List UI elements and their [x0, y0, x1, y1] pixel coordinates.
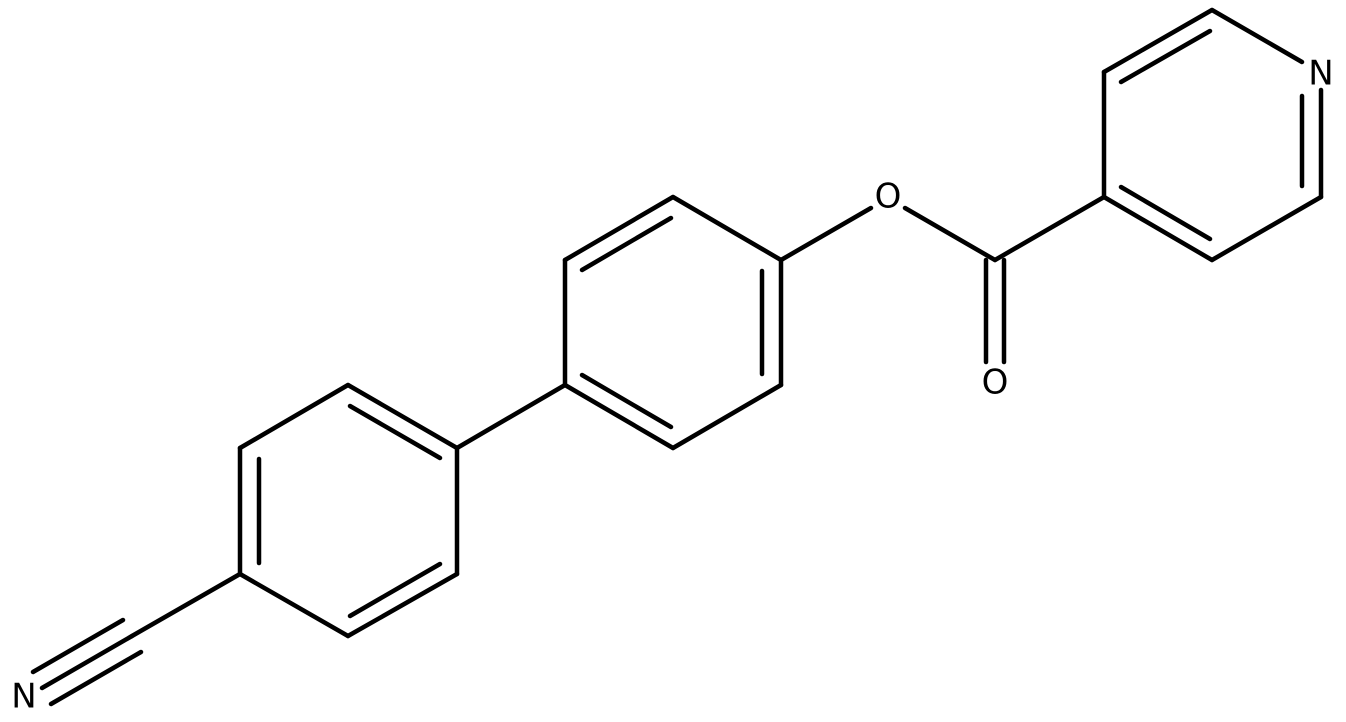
- bond: [129, 571, 243, 639]
- cyanophenyl-ring: [237, 382, 460, 639]
- bond: [1101, 7, 1215, 75]
- atom-label: O: [875, 177, 902, 217]
- atom-label: N: [11, 677, 36, 717]
- atom-nitrile-n: N: [11, 677, 36, 717]
- ester-group: [778, 194, 1107, 365]
- bond-double-inner: [347, 403, 443, 461]
- atom-pyridine-n: N: [1308, 54, 1333, 94]
- bond-double-inner: [1118, 28, 1213, 85]
- bond-double-inner: [347, 561, 443, 619]
- bond: [345, 571, 460, 639]
- bond: [1101, 194, 1215, 263]
- bond: [237, 571, 351, 639]
- bond-double-inner: [579, 372, 674, 430]
- atom-label: N: [1308, 54, 1333, 94]
- bond: [1209, 7, 1305, 65]
- bond-double-inner: [579, 215, 674, 273]
- bond: [237, 382, 351, 451]
- bond-double-inner: [1118, 184, 1213, 242]
- phenylene-ring: [562, 194, 784, 451]
- atom-label: O: [982, 363, 1009, 403]
- bond: [562, 194, 676, 263]
- bond: [992, 194, 1107, 263]
- triple-bond: [30, 617, 126, 675]
- bond: [670, 382, 784, 451]
- bond: [670, 194, 784, 263]
- bond: [562, 382, 676, 451]
- triple-bond: [39, 633, 135, 691]
- bond: [778, 205, 874, 263]
- pyridine-ring: [1101, 7, 1324, 263]
- atom-carbonyl-o: O: [982, 363, 1009, 403]
- biphenyl-bond: [454, 382, 568, 451]
- nitrile-group: [30, 571, 243, 707]
- bond: [345, 382, 460, 451]
- bond: [902, 205, 998, 263]
- bond: [1209, 194, 1324, 263]
- atom-ester-o: O: [875, 177, 902, 217]
- triple-bond: [48, 649, 144, 707]
